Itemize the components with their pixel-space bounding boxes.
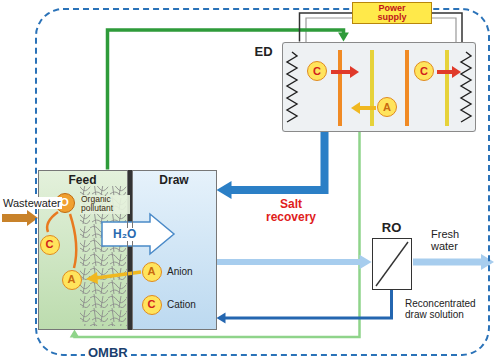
electrode	[287, 52, 471, 122]
node-text: A	[383, 102, 391, 113]
draw-fill	[132, 170, 217, 330]
membrane	[445, 50, 449, 126]
cation-circle: C	[307, 61, 327, 81]
feed-tank: FeedOCA	[38, 170, 128, 330]
feed-fill	[38, 170, 128, 330]
node-text: C	[46, 239, 54, 250]
pollutant-label: Organic pollutant	[80, 195, 130, 214]
node-text: OMBR	[85, 346, 131, 360]
node-text: A	[68, 274, 76, 285]
anion-circle: A	[62, 270, 82, 290]
outflow-label: Fresh water	[430, 228, 484, 252]
membrane	[338, 50, 342, 126]
membrane	[405, 50, 409, 126]
arrowhead	[70, 330, 80, 338]
ro-unit: RO	[372, 238, 412, 290]
connector	[300, 13, 353, 42]
inflow-arrow	[2, 214, 28, 222]
edge-label: Salt recovery	[262, 198, 320, 224]
anion-circle: A	[377, 97, 397, 117]
connector	[225, 290, 392, 319]
ion-label: Cation	[166, 299, 197, 310]
power-supply: Power supply	[352, 2, 432, 24]
outflow-arrow	[413, 259, 482, 266]
node-text: Power supply	[367, 4, 417, 22]
cation-circle: C	[142, 295, 162, 315]
node-text: Draw	[133, 174, 216, 187]
water-flux-arrow	[102, 214, 174, 254]
ro-membrane	[376, 242, 408, 286]
node-text: C	[313, 66, 321, 77]
return-label: Reconcentrated draw solution	[404, 298, 488, 320]
anion-circle: A	[142, 262, 162, 282]
node-text: A	[148, 266, 156, 277]
node-text: RO	[363, 221, 421, 235]
connector	[231, 132, 325, 191]
arrowhead	[338, 33, 349, 42]
membrane	[370, 50, 374, 126]
connector	[217, 259, 361, 265]
wire	[432, 13, 462, 42]
ed-fill	[282, 42, 476, 132]
cation-circle: C	[414, 61, 434, 81]
inflow-label: Wastewater	[2, 197, 62, 209]
connector	[108, 30, 344, 170]
wire	[432, 18, 456, 42]
ion-label: Anion	[166, 266, 194, 277]
ed-unit: EDCCA	[282, 42, 476, 132]
water-label: H₂O	[112, 228, 137, 241]
arrowhead	[217, 181, 232, 199]
node-text: C	[148, 299, 156, 310]
outflow-arrowhead	[481, 254, 494, 270]
arrowhead	[360, 255, 372, 269]
connector	[75, 132, 360, 338]
node-text: Feed	[39, 174, 127, 187]
ro-fill	[372, 238, 412, 290]
arrowhead	[217, 313, 226, 324]
node-text: C	[420, 66, 428, 77]
cation-circle: C	[40, 235, 60, 255]
node-text: ED	[255, 45, 273, 59]
